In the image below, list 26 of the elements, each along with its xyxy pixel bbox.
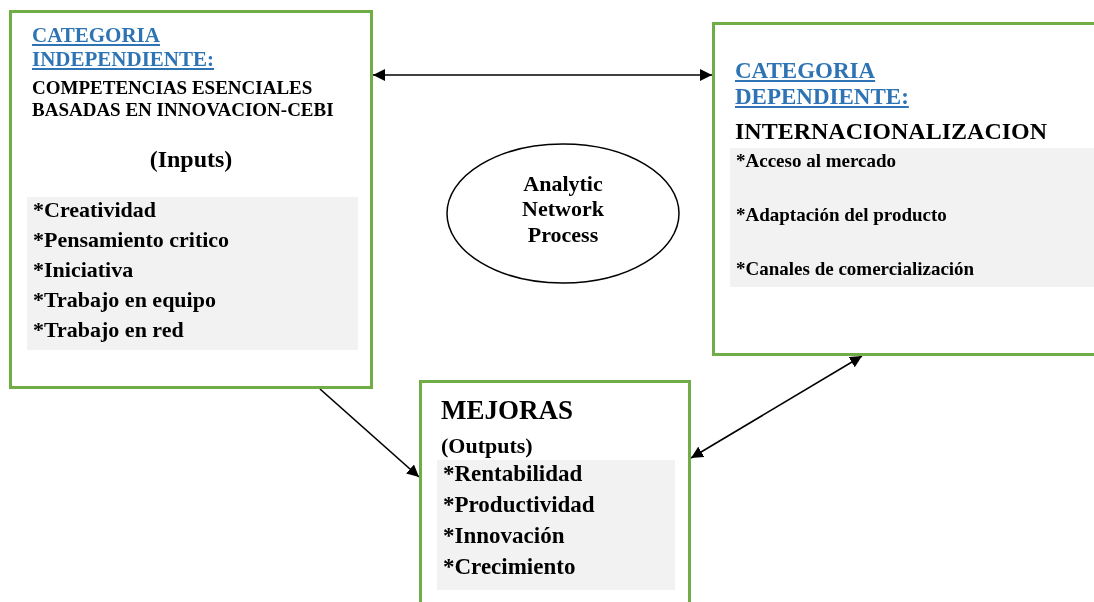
method-label: Analytic Network Process bbox=[521, 171, 605, 247]
list-item: *Innovación bbox=[443, 523, 565, 549]
category-box bbox=[419, 380, 691, 602]
group-title: MEJORAS bbox=[441, 395, 574, 427]
list-item: *Acceso al mercado bbox=[736, 150, 897, 172]
category-box bbox=[9, 10, 373, 389]
category-title: COMPETENCIAS ESENCIALES BASADAS EN INNOVACION-CEBI bbox=[32, 77, 335, 121]
arrow bbox=[372, 69, 713, 81]
list-item: *Adaptación del producto bbox=[736, 204, 947, 226]
list-item: *Canales de comercialización bbox=[736, 258, 975, 280]
list-item: *Trabajo en equipo bbox=[33, 287, 216, 313]
list-item: *Trabajo en red bbox=[33, 317, 184, 343]
list-item: *Creatividad bbox=[33, 197, 157, 223]
list-item: *Pensamiento critico bbox=[33, 227, 230, 253]
arrow bbox=[690, 355, 863, 459]
category-heading: CATEGORIA DEPENDIENTE: bbox=[735, 58, 910, 111]
category-heading: CATEGORIA INDEPENDIENTE: bbox=[32, 23, 216, 72]
list-item: *Rentabilidad bbox=[443, 461, 583, 487]
group-label: (Inputs) bbox=[148, 146, 234, 174]
group-label: (Outputs) bbox=[441, 433, 534, 459]
list-item: *Iniciativa bbox=[33, 257, 134, 283]
category-title: INTERNACIONALIZACION bbox=[735, 118, 1049, 146]
list-item: *Productividad bbox=[443, 492, 595, 518]
arrow bbox=[319, 388, 420, 478]
list-item: *Crecimiento bbox=[443, 554, 576, 580]
category-box bbox=[712, 22, 1094, 356]
